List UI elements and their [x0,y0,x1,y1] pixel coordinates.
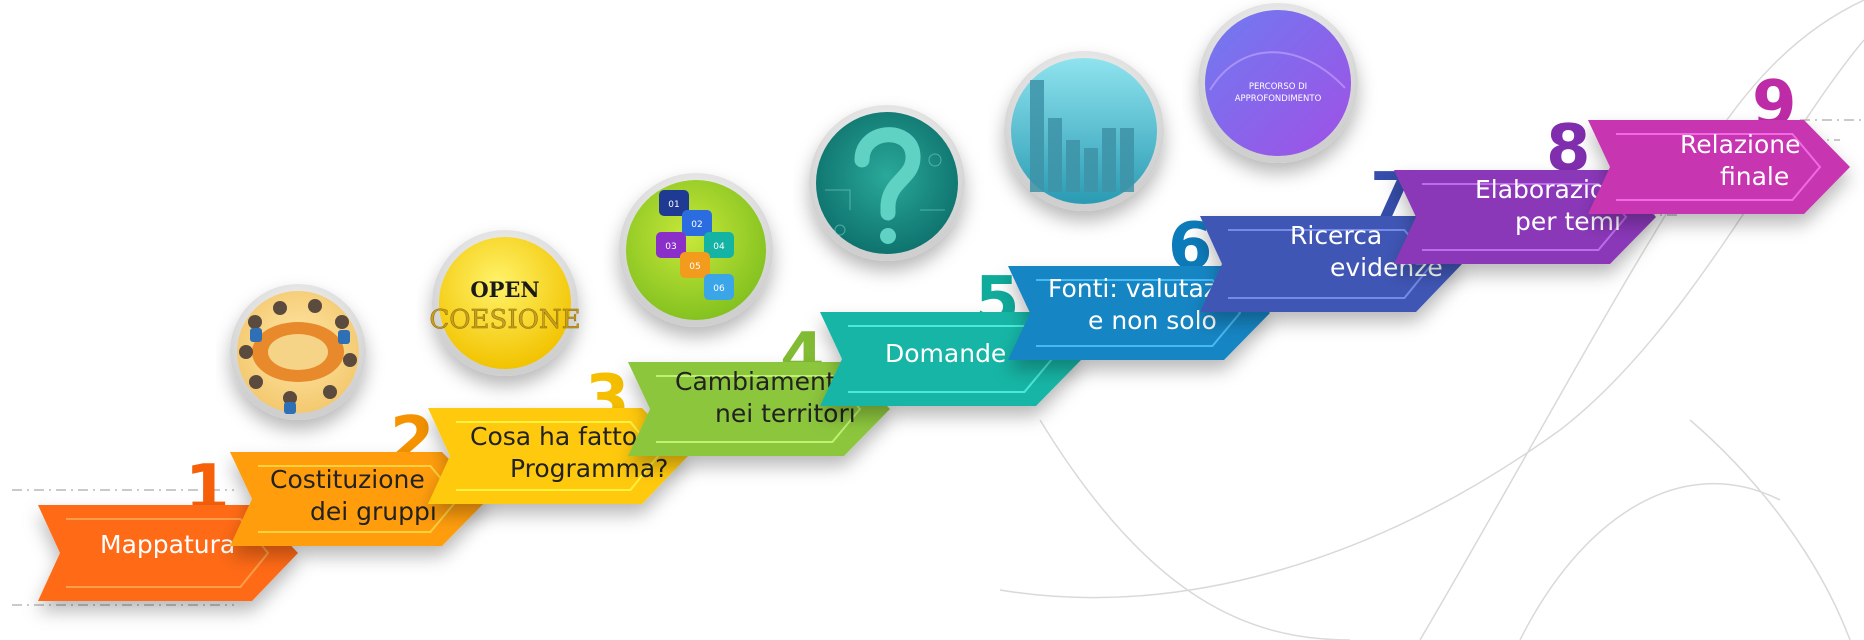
percorso-line2: APPROFONDIMENTO [1235,94,1322,104]
open-coesione-logo-line1: OPEN [470,277,539,302]
step-arrow [820,312,1082,406]
circle-puzzle: 01 02 03 04 05 06 [619,173,773,327]
step-label-line: finale [1720,162,1789,191]
puzzle-label-06: 06 [713,284,725,294]
step-arrow [1588,120,1850,214]
circle-team-meeting [230,284,366,420]
puzzle-pieces: 01 02 03 04 05 06 [656,190,734,300]
step-arrow [230,452,488,546]
step-label-line: Cambiamenti [675,367,843,396]
puzzle-label-04: 04 [713,242,725,252]
step-label-line: Cosa ha fatto il [470,422,659,451]
step-label-line: Relazione [1680,130,1800,159]
step-label-line: Programma? [510,454,668,483]
question-mark-icon [854,127,921,221]
step-label-line: Ricerca [1290,221,1382,250]
step-label-line: Mappatura [100,530,235,559]
step-arrow [428,408,688,504]
step-label-line: dei gruppi [310,497,437,526]
percorso-line1: PERCORSO DI [1249,82,1307,92]
bar-chart-icon [1030,80,1134,192]
step-arrow [1008,266,1270,360]
puzzle-label-02: 02 [691,220,702,230]
puzzle-label-01: 01 [668,200,679,210]
step-label-line: Domande [885,339,1006,368]
circle-open-coesione: OPEN COESIONE [429,230,581,376]
step-label-line: e non solo [1088,306,1217,335]
step-label-line: Costituzione [270,465,425,494]
open-coesione-logo-line2: COESIONE [429,305,580,335]
step-arrow [1200,216,1462,312]
step-arrow [38,505,298,601]
step-arrow [1394,170,1656,264]
puzzle-label-05: 05 [689,262,700,272]
circle-bar-chart [1004,51,1164,211]
circle-question-mark [809,105,965,261]
step-arrow [628,362,890,456]
puzzle-label-03: 03 [665,242,676,252]
circle-percorso: PERCORSO DI APPROFONDIMENTO [1198,3,1358,163]
